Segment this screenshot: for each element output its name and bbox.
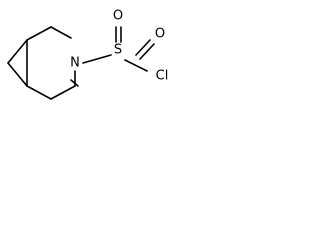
sulfur-label: S [114, 43, 122, 58]
oxygen-top-label: O [113, 9, 123, 24]
oxygen-right-label: O [155, 27, 165, 42]
chemical-structure: N S O O Cl [7, 9, 169, 100]
bond-s-cl [124, 59, 148, 72]
nitrogen-label: N [70, 56, 80, 71]
bond-n-s [82, 54, 112, 64]
bond-s-o-bottom-1 [135, 39, 151, 56]
sulfonyl-chloride-group [82, 26, 155, 72]
chlorine-label: Cl [156, 69, 169, 84]
bond-c2-n [50, 26, 72, 39]
bond-c7-c6 [7, 62, 28, 87]
bond-c4-c5 [50, 85, 76, 100]
cyclopropane-ring [7, 39, 28, 87]
piperidine-ring [26, 26, 79, 100]
bond-s-o-bottom-2 [139, 43, 155, 60]
bond-c7-c1 [7, 39, 28, 64]
bond-c1-c2 [26, 26, 52, 41]
bond-c5-c6 [26, 85, 52, 100]
